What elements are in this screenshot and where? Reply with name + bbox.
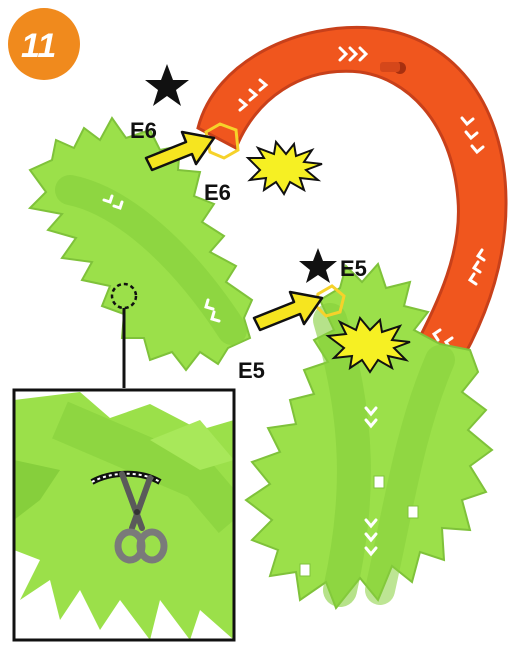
label-e5-top: E5 xyxy=(340,256,367,281)
step-number: 11 xyxy=(21,27,56,65)
label-e6-top: E6 xyxy=(130,118,157,143)
label-e6-bottom: E6 xyxy=(204,180,231,205)
star-icon xyxy=(145,64,189,106)
step-badge: 11 xyxy=(8,8,80,80)
burst-icon xyxy=(248,142,322,194)
green-track-left xyxy=(30,118,252,388)
label-e5-bottom: E5 xyxy=(238,358,265,383)
detail-inset xyxy=(14,390,234,640)
arrow-icon xyxy=(254,292,322,330)
star-icon xyxy=(299,248,337,283)
